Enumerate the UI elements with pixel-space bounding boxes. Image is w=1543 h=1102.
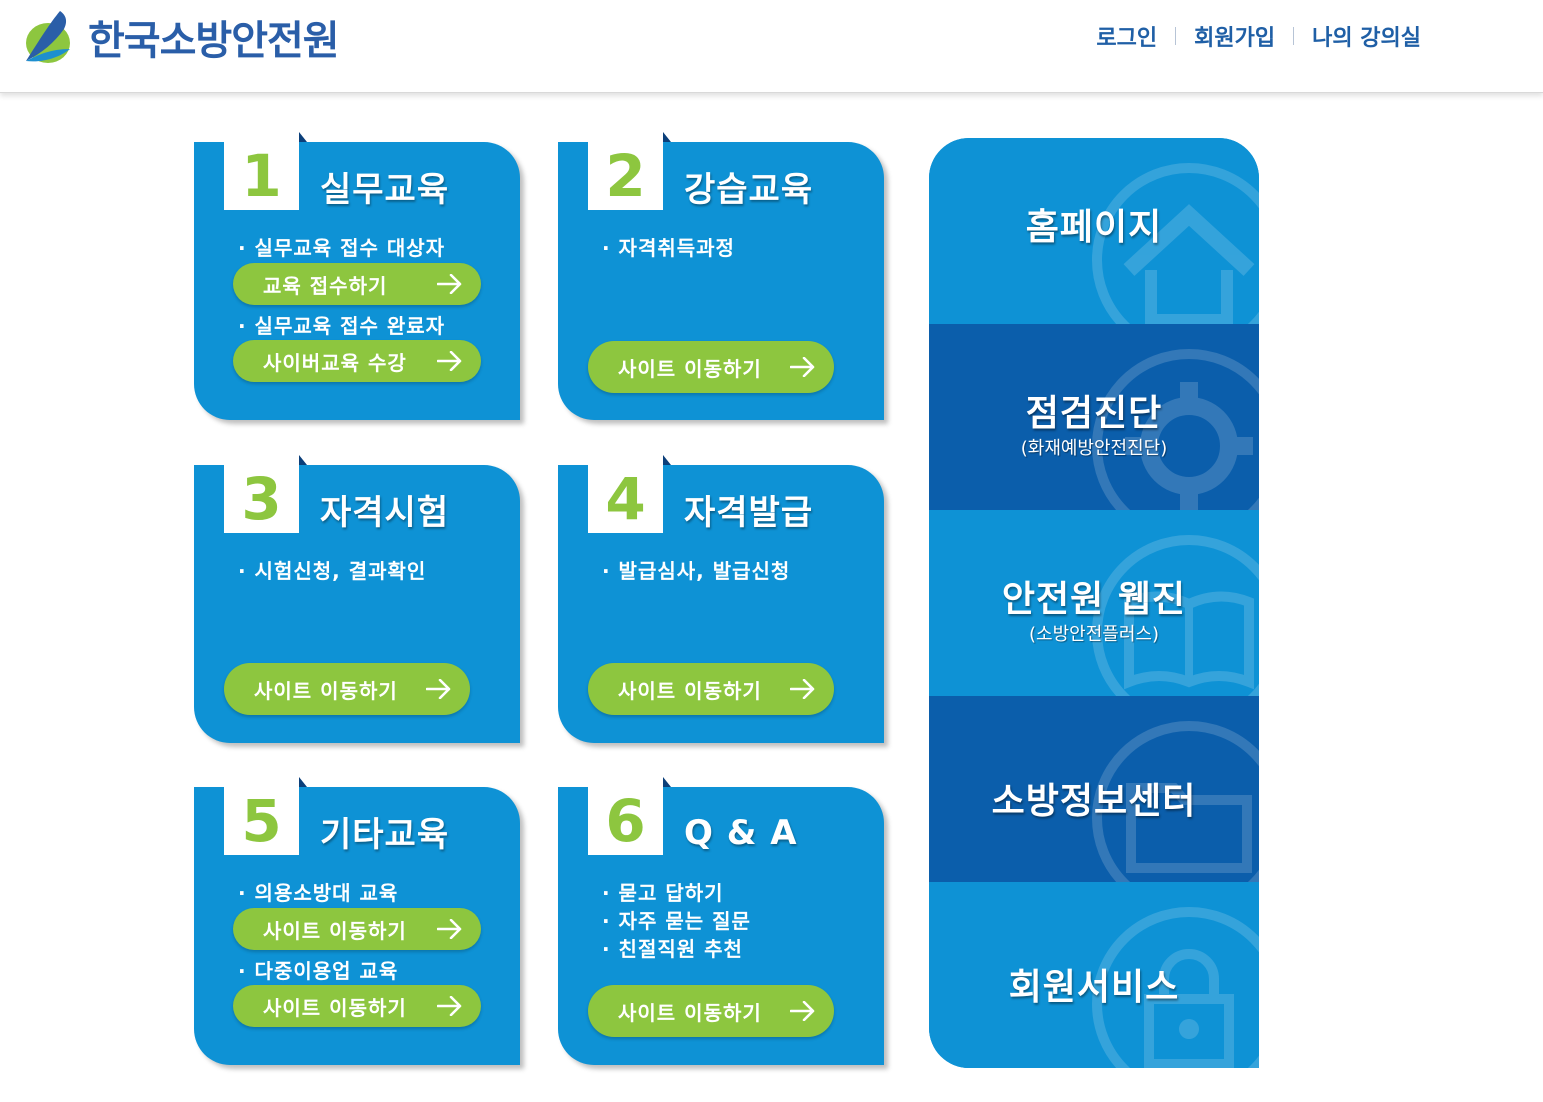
cyber-education-button[interactable]: 사이버교육 수강 [233,340,481,382]
card-number: 4 [605,465,646,533]
card-training-course: 2 강습교육 · 자격취득과정 사이트 이동하기 [558,132,884,420]
gear-icon [1092,349,1259,510]
side-menu: 홈페이지 점검진단 (화재예방안전진단) 안전원 웹진 (소방안전플러스) 소방… [929,138,1259,1068]
go-to-site-button[interactable]: 사이트 이동하기 [588,663,834,715]
tab-fold [299,455,307,465]
button-label: 사이트 이동하기 [263,995,407,1020]
side-item-title: 홈페이지 [1025,207,1163,248]
card-line: · 실무교육 접수 완료자 [238,314,446,338]
card-line: · 실무교육 접수 대상자 [238,236,446,260]
card-line: · 자주 묻는 질문 [602,909,751,933]
arrow-right-icon [426,679,451,699]
signup-link[interactable]: 회원가입 [1194,26,1276,51]
tab-fold [299,132,307,142]
go-to-site-button[interactable]: 사이트 이동하기 [224,663,470,715]
card-title: 기타교육 [320,815,450,855]
card-title: 자격발급 [684,493,814,533]
side-item-member-service[interactable]: 회원서비스 [929,882,1259,1068]
card-line: · 친절직원 추천 [602,937,743,961]
home-icon [1092,163,1259,324]
folder-icon [1092,721,1259,882]
tab-fold [663,132,671,142]
button-label: 사이트 이동하기 [263,918,407,943]
button-label: 사이트 이동하기 [254,678,398,703]
go-to-site-button[interactable]: 사이트 이동하기 [588,985,834,1037]
top-nav: 로그인 회원가입 나의 강의실 [1096,20,1421,52]
card-number-tab [588,140,663,210]
card-number-tab [588,785,663,855]
button-label: 교육 접수하기 [263,273,388,298]
arrow-right-icon [790,357,815,377]
side-item-title: 소방정보센터 [991,781,1197,822]
card-other-education: 5 기타교육 · 의용소방대 교육 사이트 이동하기 · 다중이용업 교육 사이… [194,777,520,1065]
card-line: · 묻고 답하기 [602,881,724,905]
card-number-tab [588,463,663,533]
arrow-right-icon [437,996,462,1016]
card-title: 실무교육 [320,170,450,210]
card-line: · 발급심사, 발급신청 [602,559,791,583]
card-line: · 시험신청, 결과확인 [238,559,427,583]
go-to-site-button[interactable]: 사이트 이동하기 [588,341,834,393]
side-item-subtitle: (화재예방안전진단) [1020,438,1168,459]
side-item-inspection[interactable]: 점검진단 (화재예방안전진단) [929,324,1259,510]
nav-divider [1293,27,1295,45]
login-link[interactable]: 로그인 [1096,26,1158,51]
card-title: 강습교육 [684,170,814,210]
card-number-tab [224,785,299,855]
lock-icon [1092,907,1259,1068]
apply-education-button[interactable]: 교육 접수하기 [233,263,481,305]
side-item-homepage[interactable]: 홈페이지 [929,138,1259,324]
card-number-tab [224,463,299,533]
arrow-right-icon [437,351,462,371]
nav-divider [1175,27,1177,45]
side-item-title: 안전원 웹진 [1001,579,1187,620]
card-title: Q & A [684,813,798,853]
card-number-tab [224,140,299,210]
arrow-right-icon [437,919,462,939]
arrow-right-icon [790,679,815,699]
side-item-title: 회원서비스 [1008,967,1180,1008]
card-qualification-exam: 3 자격시험 · 시험신청, 결과확인 사이트 이동하기 [194,455,520,743]
arrow-right-icon [790,1001,815,1021]
card-number: 1 [241,142,282,210]
side-item-fire-info-center[interactable]: 소방정보센터 [929,696,1259,882]
arrow-right-icon [437,274,462,294]
book-icon [1092,535,1259,696]
logo-mark-icon [26,11,70,63]
card-title: 자격시험 [320,493,450,533]
side-item-subtitle: (소방안전플러스) [1029,624,1159,645]
card-number: 3 [241,465,282,533]
side-item-webzine[interactable]: 안전원 웹진 (소방안전플러스) [929,510,1259,696]
card-qna: 6 Q & A · 묻고 답하기 · 자주 묻는 질문 · 친절직원 추천 사이… [558,777,884,1065]
button-label: 사이트 이동하기 [618,678,762,703]
card-number: 6 [605,787,646,855]
side-item-title: 점검진단 [1025,393,1163,434]
logo-text: 한국소방안전원 [88,18,340,64]
tab-fold [299,777,307,787]
site-logo[interactable]: 한국소방안전원 [20,8,340,66]
card-qualification-issuance: 4 자격발급 · 발급심사, 발급신청 사이트 이동하기 [558,455,884,743]
card-line: · 의용소방대 교육 [238,881,399,905]
card-practical-education: 1 실무교육 · 실무교육 접수 대상자 교육 접수하기 · 실무교육 접수 완… [194,132,520,420]
card-line: · 자격취득과정 [602,236,735,260]
go-to-site-button[interactable]: 사이트 이동하기 [233,985,481,1027]
button-label: 사이트 이동하기 [618,1000,762,1025]
card-line: · 다중이용업 교육 [238,959,399,983]
tab-fold [663,455,671,465]
card-number: 2 [605,142,646,210]
button-label: 사이트 이동하기 [618,356,762,381]
my-classroom-link[interactable]: 나의 강의실 [1312,26,1421,51]
card-number: 5 [241,787,282,855]
go-to-site-button[interactable]: 사이트 이동하기 [233,908,481,950]
tab-fold [663,777,671,787]
site-header: 한국소방안전원 로그인 회원가입 나의 강의실 [0,0,1543,93]
button-label: 사이버교육 수강 [263,350,407,375]
